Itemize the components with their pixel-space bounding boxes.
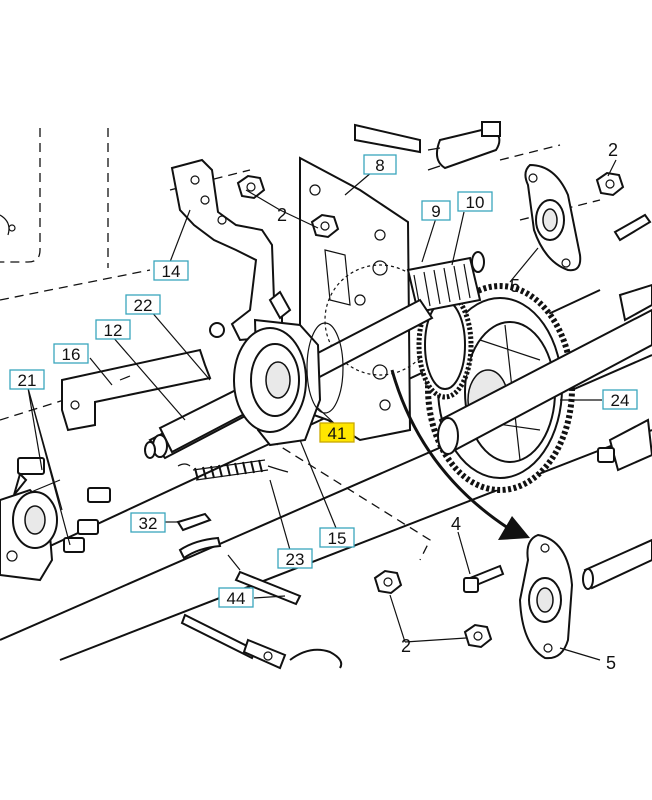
svg-text:41: 41	[328, 424, 347, 443]
svg-text:44: 44	[227, 589, 246, 608]
callout-12: 12	[95, 319, 131, 340]
number-5-lower: 5	[606, 653, 616, 673]
callout-22: 22	[125, 294, 161, 315]
svg-text:32: 32	[139, 514, 158, 533]
lower-shaft	[437, 283, 652, 455]
svg-text:14: 14	[162, 262, 181, 281]
number-4: 4	[451, 514, 461, 534]
callout-41: 41	[319, 422, 355, 443]
spring-23	[177, 459, 289, 481]
callout-15: 15	[319, 527, 355, 548]
svg-text:23: 23	[286, 550, 305, 569]
number-2-lower: 2	[401, 636, 411, 656]
lever-plate-14	[170, 158, 283, 342]
svg-text:15: 15	[328, 529, 347, 548]
callout-16: 16	[53, 343, 89, 364]
callout-10: 10	[457, 191, 493, 212]
callout-9: 9	[421, 200, 451, 221]
bottom-rod	[180, 613, 343, 670]
callout-24: 24	[602, 389, 638, 410]
top-studs	[354, 121, 501, 171]
svg-text:16: 16	[62, 345, 81, 364]
stud-right	[597, 418, 652, 472]
svg-text:22: 22	[134, 296, 153, 315]
svg-text:10: 10	[466, 193, 485, 212]
bolt-4	[463, 564, 505, 593]
svg-text:24: 24	[611, 391, 630, 410]
top-left-fragment	[0, 214, 16, 236]
callout-8: 8	[363, 154, 397, 175]
callout-23: 23	[277, 548, 313, 569]
hex-nuts	[236, 171, 625, 649]
callout-32: 32	[130, 512, 166, 533]
callout-14: 14	[153, 260, 189, 281]
callout-21: 21	[9, 369, 45, 390]
svg-text:8: 8	[375, 156, 384, 175]
number-5-upper: 5	[510, 276, 520, 296]
key-32	[176, 512, 222, 560]
leader-lines	[27, 159, 617, 661]
dashed-outline-lines	[0, 128, 601, 561]
svg-text:9: 9	[431, 202, 440, 221]
number-2-upper: 2	[277, 205, 287, 225]
svg-text:21: 21	[18, 371, 37, 390]
arrow-head-icon	[498, 516, 530, 540]
bracket-16	[61, 348, 212, 432]
left-bracket-assembly	[0, 457, 111, 582]
flange-bearing-upper	[524, 163, 652, 272]
flange-bearing-lower	[518, 533, 652, 660]
direction-arrow	[390, 369, 530, 540]
number-2-top-right: 2	[608, 140, 618, 160]
svg-text:12: 12	[104, 321, 123, 340]
callout-44: 44	[218, 587, 254, 608]
bearing-assembly	[233, 290, 344, 447]
